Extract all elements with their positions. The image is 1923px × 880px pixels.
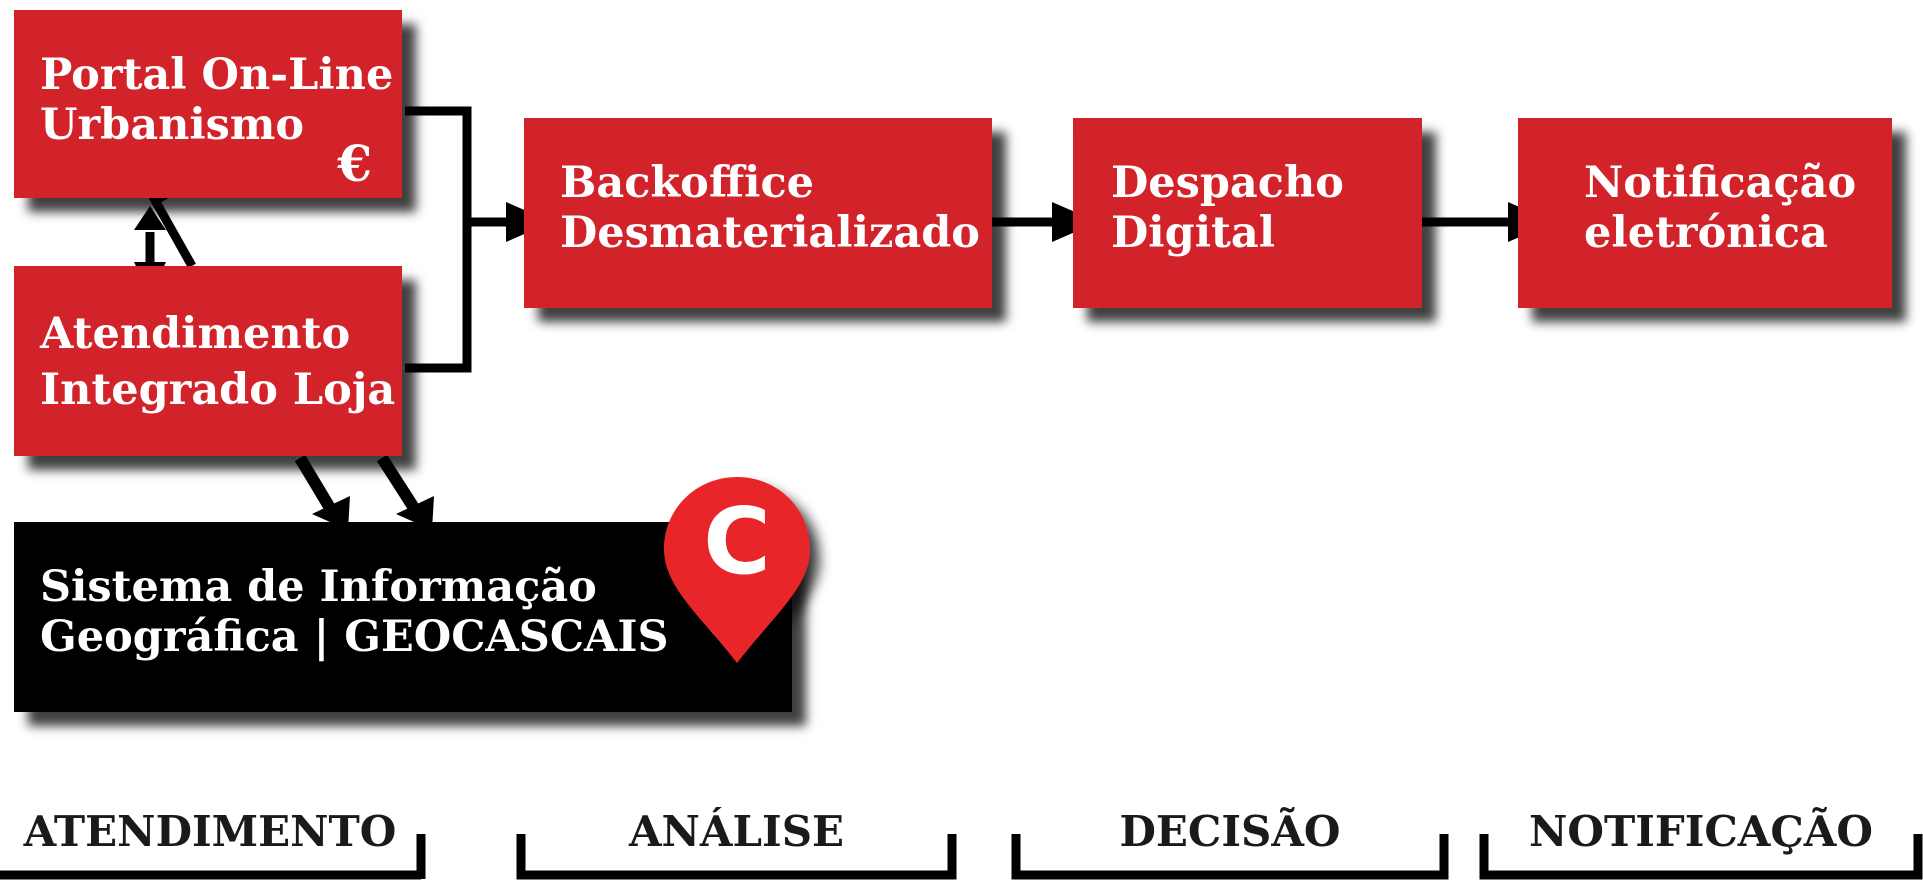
notificacao-label: Notificação eletrónica xyxy=(1584,158,1857,258)
phase-notificacao: NOTIFICAÇÃO xyxy=(1529,807,1873,856)
euro-icon: € xyxy=(337,134,372,193)
sig-geocascais-box: Sistema de Informação Geográfica | GEOCA… xyxy=(14,522,792,712)
location-pin-icon: C xyxy=(660,475,815,670)
logo-letter: C xyxy=(703,488,771,595)
sig-geocascais-label: Sistema de Informação Geográfica | GEOCA… xyxy=(40,562,669,662)
arrows-to-sig xyxy=(294,454,434,530)
portal-online-label: Portal On-Line Urbanismo xyxy=(40,50,394,150)
backoffice-box: Backoffice Desmaterializado xyxy=(524,118,992,308)
phase-analise: ANÁLISE xyxy=(628,807,845,856)
notificacao-box: Notificação eletrónica xyxy=(1518,118,1892,308)
phase-atendimento: ATENDIMENTO xyxy=(23,807,397,856)
despacho-label: Despacho Digital xyxy=(1111,158,1344,258)
backoffice-label: Backoffice Desmaterializado xyxy=(560,158,980,258)
phase-decisao: DECISÃO xyxy=(1119,807,1341,856)
despacho-box: Despacho Digital xyxy=(1073,118,1422,308)
merge-bracket xyxy=(405,106,472,373)
atendimento-label: Atendimento Integrado Loja xyxy=(40,309,396,415)
atendimento-box: Atendimento Integrado Loja xyxy=(14,266,402,456)
portal-online-box: Portal On-Line Urbanismo € xyxy=(14,10,402,198)
